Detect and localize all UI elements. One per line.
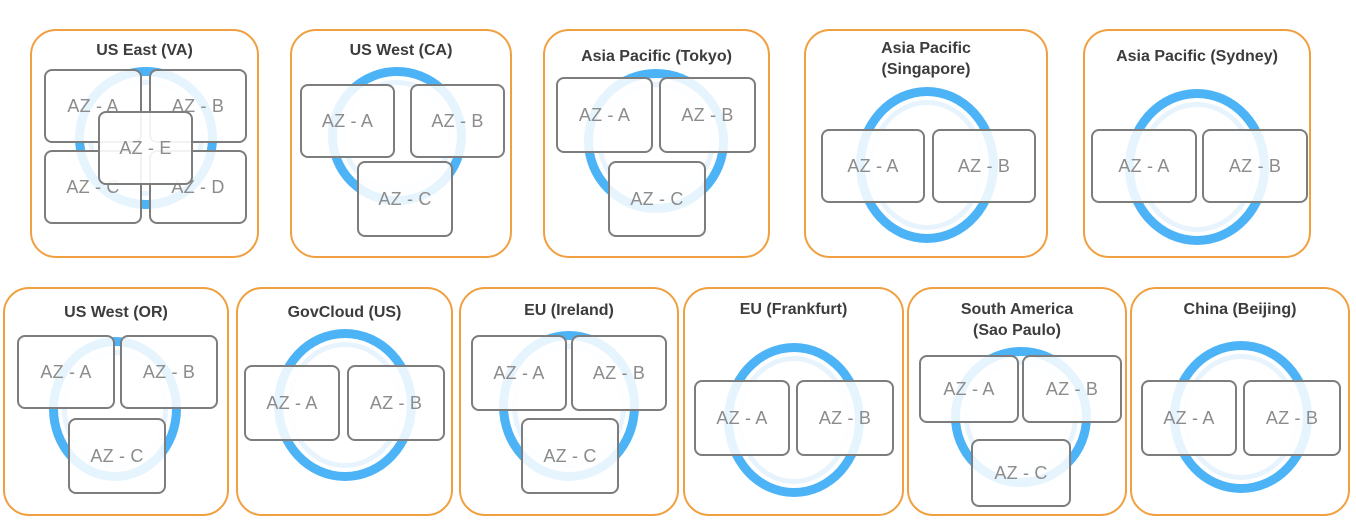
region-eu-frankfurt: EU (Frankfurt) AZ - A AZ - B [683,287,904,516]
availability-zone-b: AZ - B [120,335,218,409]
availability-zone-b: AZ - B [1243,380,1341,456]
region-title: South America (Sao Paulo) [960,301,1074,339]
availability-zone-a: AZ - A [694,380,790,456]
availability-zone-e: AZ - E [98,111,193,185]
region-title: Asia Pacific (Tokyo) [581,48,732,65]
region-us-west-ca: US West (CA) AZ - A AZ - B AZ - C [290,29,512,258]
availability-zone-a: AZ - A [1141,380,1237,456]
region-govcloud-us: GovCloud (US) AZ - A AZ - B [236,287,453,516]
availability-zone-a: AZ - A [471,335,567,411]
availability-zone-a: AZ - A [821,129,925,203]
availability-zone-a: AZ - A [556,77,653,153]
region-us-east-va: US East (VA) AZ - A AZ - B AZ - C AZ - D… [30,29,259,258]
region-title: US West (CA) [349,42,453,59]
availability-zone-b: AZ - B [1022,355,1122,423]
region-title: China (Beijing) [1183,301,1297,318]
region-south-america-sao-paulo: South America (Sao Paulo) AZ - A AZ - B … [907,287,1127,516]
region-title: EU (Ireland) [524,302,614,319]
availability-zone-b: AZ - B [659,77,756,153]
availability-zone-b: AZ - B [1202,129,1308,203]
region-china-beijing: China (Beijing) AZ - A AZ - B [1130,287,1350,516]
region-title: Asia Pacific (Singapore) [881,40,971,78]
availability-zone-a: AZ - A [919,355,1019,423]
region-title: EU (Frankfurt) [739,301,848,318]
availability-zone-a: AZ - A [244,365,340,441]
availability-zone-b: AZ - B [571,335,667,411]
availability-zone-c: AZ - C [521,418,619,494]
availability-zone-a: AZ - A [17,335,115,409]
availability-zone-c: AZ - C [357,161,453,237]
region-asia-pacific-tokyo: Asia Pacific (Tokyo) AZ - A AZ - B AZ - … [543,29,770,258]
region-title: GovCloud (US) [287,304,402,321]
region-eu-ireland: EU (Ireland) AZ - A AZ - B AZ - C [459,287,679,516]
region-title: US West (OR) [64,304,168,321]
region-title: US East (VA) [96,42,193,59]
region-asia-pacific-singapore: Asia Pacific (Singapore) AZ - A AZ - B [804,29,1048,258]
availability-zone-c: AZ - C [68,418,166,494]
availability-zone-a: AZ - A [1091,129,1197,203]
region-title: Asia Pacific (Sydney) [1116,48,1278,65]
availability-zone-b: AZ - B [796,380,894,456]
availability-zone-b: AZ - B [410,84,505,158]
availability-zone-c: AZ - C [971,439,1071,507]
region-us-west-or: US West (OR) AZ - A AZ - B AZ - C [3,287,229,516]
availability-zone-c: AZ - C [608,161,706,237]
availability-zone-b: AZ - B [932,129,1036,203]
region-asia-pacific-sydney: Asia Pacific (Sydney) AZ - A AZ - B [1083,29,1311,258]
availability-zone-b: AZ - B [347,365,445,441]
availability-zone-a: AZ - A [300,84,395,158]
